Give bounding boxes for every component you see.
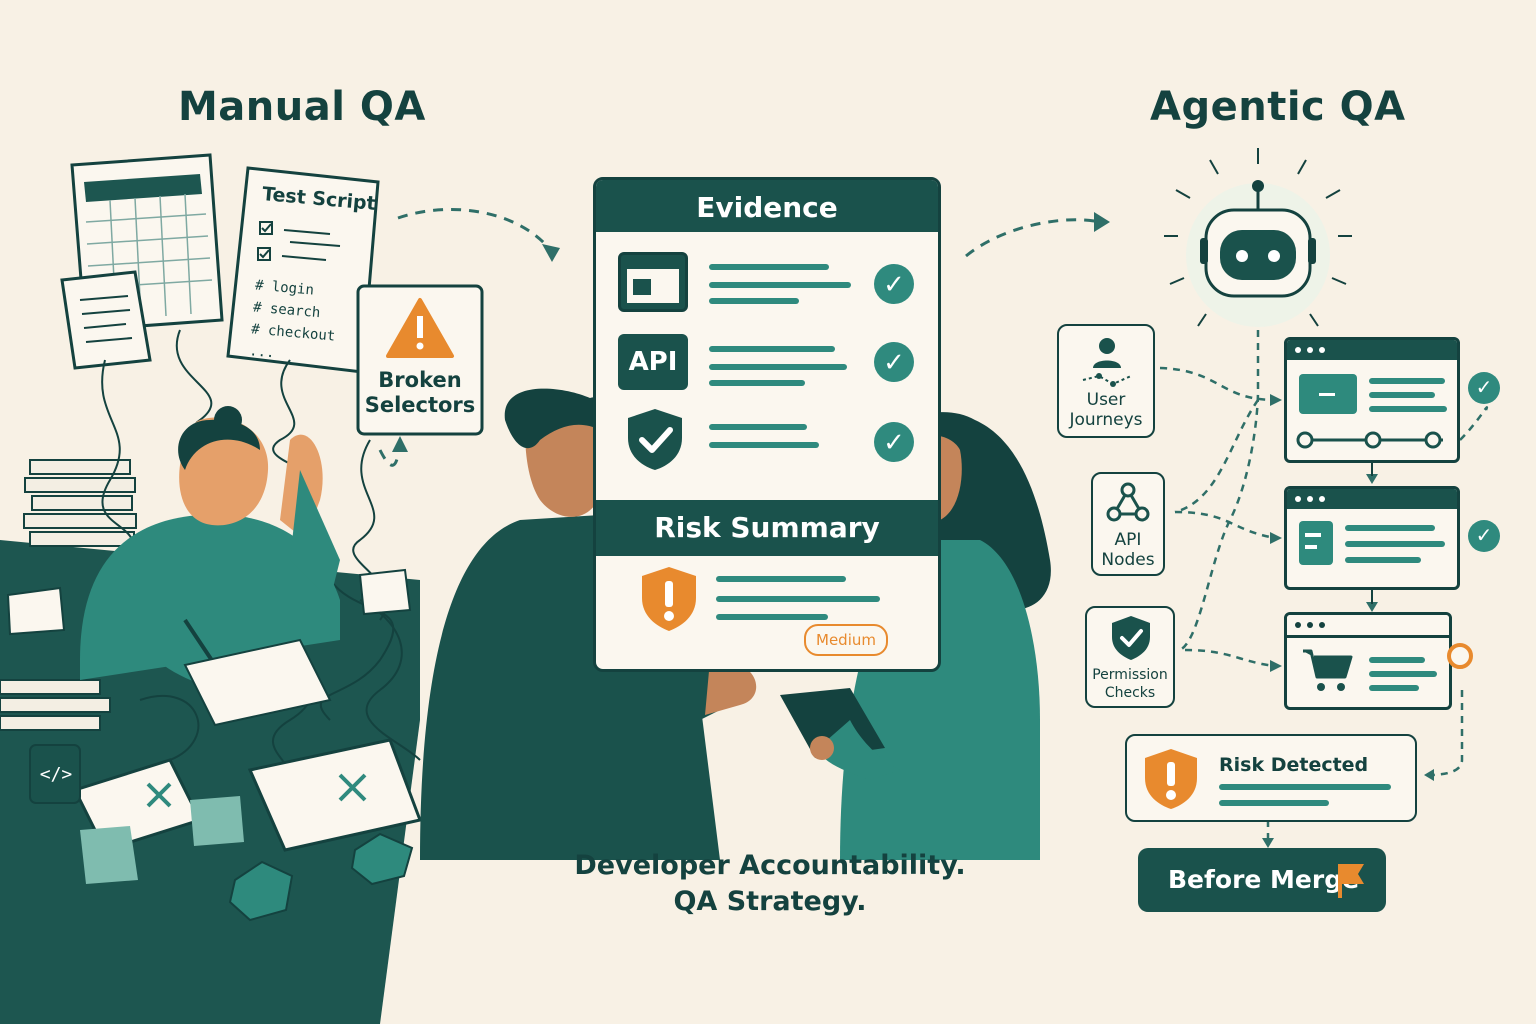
node-label-permission: Permission Checks: [1092, 667, 1168, 701]
paper-stack: [0, 459, 137, 731]
browser-window-checkout: [1284, 612, 1452, 710]
shield-alert-icon: [1145, 749, 1197, 809]
evidence-line: [709, 282, 851, 288]
risk-level-badge: Medium: [804, 624, 888, 656]
evidence-panel: Evidence ✓ API ✓ ✓ Risk Summary Medium: [593, 177, 941, 672]
shield-check-icon: [1112, 616, 1150, 660]
evidence-line: [709, 346, 835, 352]
before-merge-button[interactable]: Before Merge: [1138, 848, 1386, 912]
risk-detected-card: Risk Detected: [1125, 734, 1417, 822]
node-label-user-journeys: User Journeys: [1069, 390, 1143, 430]
node-user-journeys: User Journeys: [1057, 324, 1155, 438]
caption-line-1: Developer Accountability.: [574, 850, 966, 881]
risk-summary-header: Risk Summary: [596, 500, 938, 556]
evidence-line: [709, 264, 829, 270]
browser-window-journey: [1284, 337, 1460, 463]
api-evidence-icon: API: [618, 334, 688, 390]
code-icon: </>: [39, 764, 73, 785]
coffee-mug: [29, 744, 81, 804]
shield-alert-icon: [642, 567, 696, 631]
evidence-line: [709, 364, 847, 370]
caption-line-2: QA Strategy.: [673, 886, 867, 917]
robot-icon: [1164, 148, 1352, 327]
cart-icon: [1303, 649, 1353, 691]
node-api: API Nodes: [1091, 472, 1165, 576]
risk-line: [716, 614, 828, 620]
broken-selectors-label: Broken Selectors: [364, 368, 476, 417]
evidence-header: Evidence: [596, 180, 938, 232]
check-icon: ✓: [1468, 372, 1500, 404]
risk-line: [716, 596, 880, 602]
user-icon: [1082, 338, 1132, 387]
network-icon: [1106, 482, 1150, 522]
evidence-line: [709, 298, 799, 304]
screenshot-evidence-icon: [618, 252, 688, 312]
check-icon: ✓: [874, 342, 914, 382]
flag-icon: [1338, 864, 1364, 898]
evidence-line: [709, 442, 819, 448]
check-icon: ✓: [874, 422, 914, 462]
caption: Developer Accountability. QA Strategy.: [560, 848, 980, 920]
alert-node-indicator: [1447, 643, 1473, 669]
manual-qa-title: Manual QA: [178, 84, 426, 130]
timeline-steps: [1296, 431, 1443, 449]
risk-line: [716, 576, 846, 582]
evidence-line: [709, 380, 805, 386]
check-icon: ✓: [874, 264, 914, 304]
crumpled-paper: [228, 832, 414, 922]
note-paper: [60, 270, 152, 370]
script-checkboxes: [257, 221, 341, 261]
check-icon: ✓: [1468, 520, 1500, 552]
browser-window-api: [1284, 486, 1460, 590]
before-merge-label: Before Merge: [1168, 865, 1360, 894]
node-label-api: API Nodes: [1101, 530, 1155, 570]
script-lines: # login # search # checkout ...: [248, 274, 340, 369]
desk-papers: [6, 568, 423, 884]
agentic-qa-title: Agentic QA: [1150, 84, 1406, 130]
shield-check-icon: [628, 409, 682, 470]
evidence-line: [709, 424, 807, 430]
broken-selectors-card: [356, 284, 484, 436]
risk-detected-label: Risk Detected: [1219, 754, 1369, 776]
note-lines: [79, 295, 133, 343]
agent-flow-lines: [1159, 330, 1489, 840]
node-permission-checks: Permission Checks: [1085, 606, 1175, 708]
